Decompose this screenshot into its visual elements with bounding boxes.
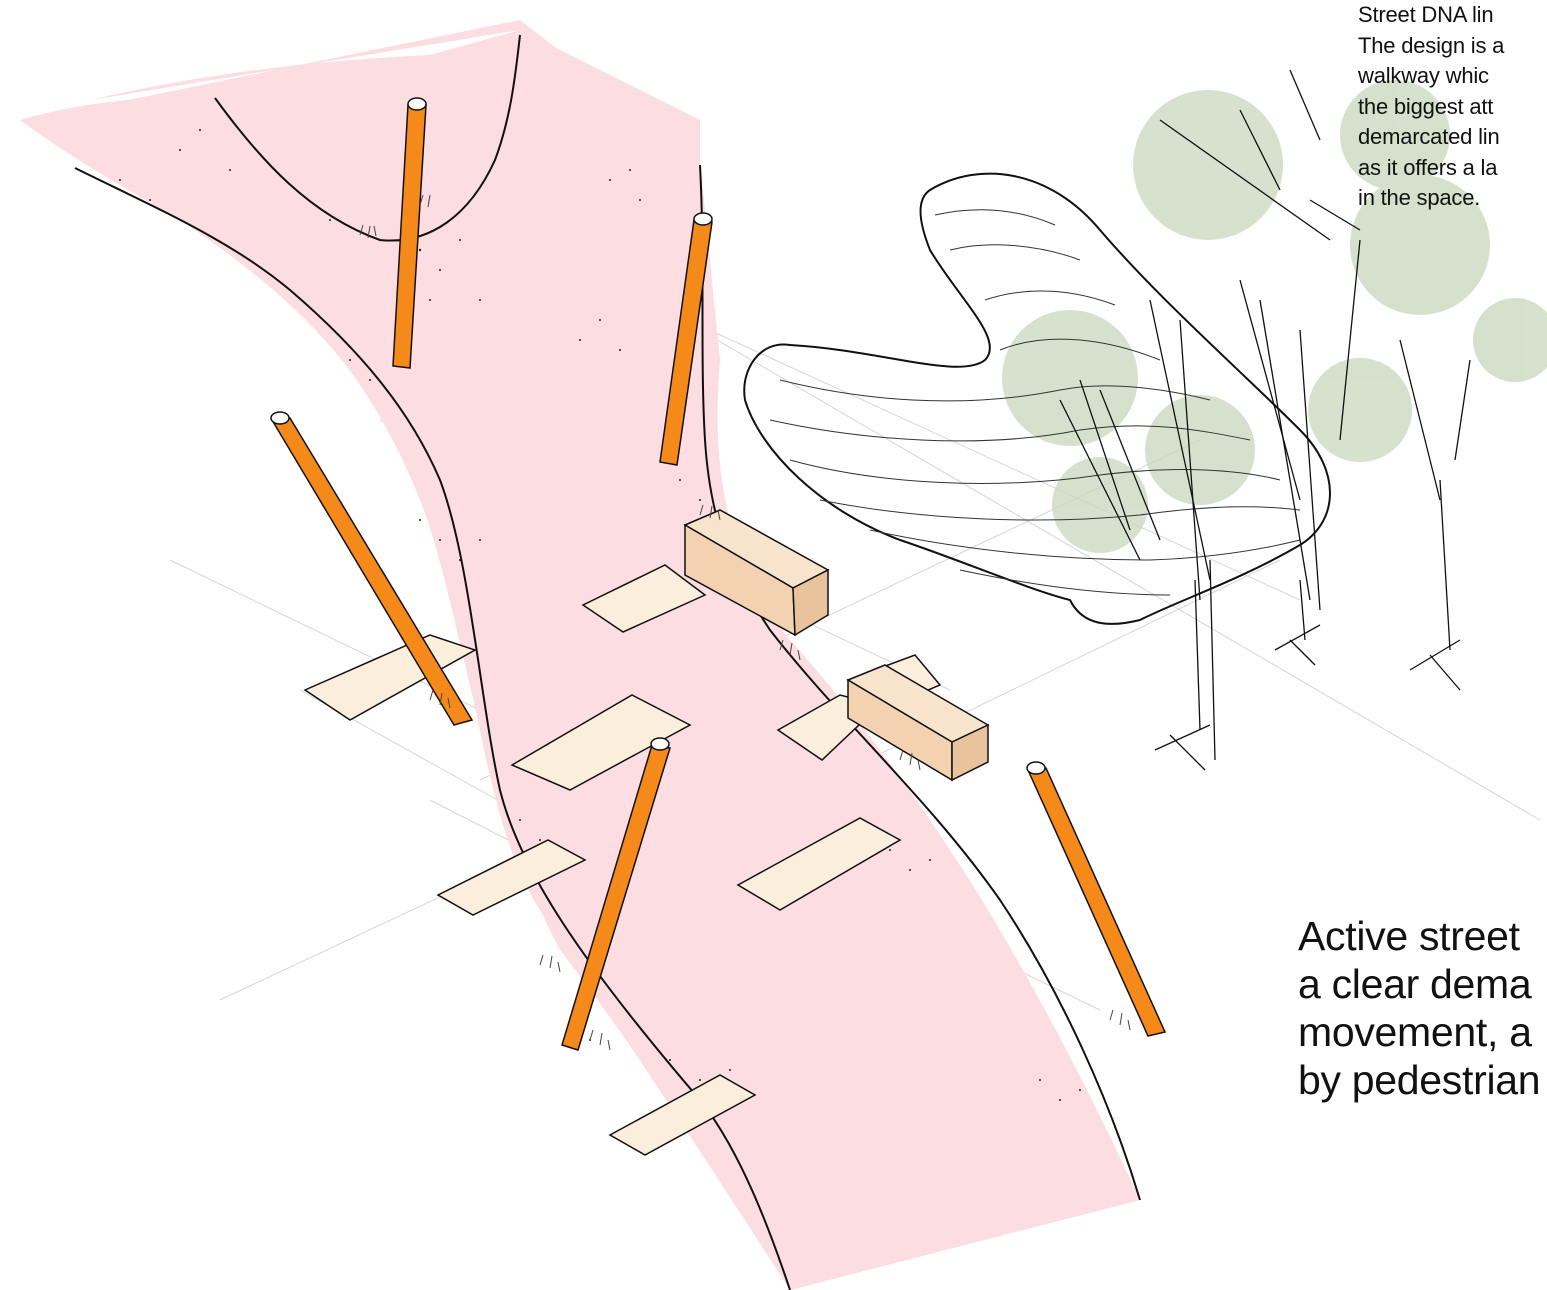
bollard-icon [1028,768,1165,1036]
tree-canopy-icon [1473,298,1547,382]
walkway-branch [20,30,1140,1290]
tree-canopy-icon [1133,90,1283,240]
tree-canopy-icon [1002,310,1138,446]
design-note-top: Street DNA lin The design is a walkway w… [1358,0,1547,214]
tree-canopy-icon [1308,358,1412,462]
design-note-bottom: Active street a clear dema movement, a b… [1298,912,1547,1104]
tree-canopy-icon [1145,395,1255,505]
